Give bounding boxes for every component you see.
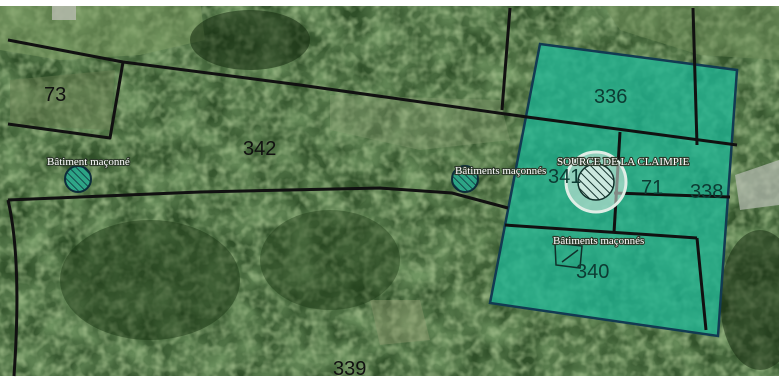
map-frame-bottom [0,376,779,381]
feature-label-source: SOURCE DE LA CLAIMPIE [557,156,690,168]
parcel-number-342: 342 [243,138,276,160]
parcel-number-339: 339 [333,358,366,380]
feature-label-batiments-3: Bâtiments maçonnés [553,235,644,247]
building-symbol-1[interactable] [64,165,92,193]
map-frame-top [0,0,779,6]
parcel-number-340: 340 [576,261,609,283]
parcel-number-73: 73 [44,84,66,106]
building-symbol-2[interactable] [451,165,479,193]
building-symbol-3-hatch [561,249,579,263]
parcel-number-71: 71 [641,177,663,199]
parcel-number-341: 341 [548,166,581,188]
feature-label-batiments-2: Bâtiments maçonnés [455,165,546,177]
building-symbol-3[interactable] [554,242,583,269]
feature-label-batiment-1: Bâtiment maçonné [47,156,130,168]
parcel-number-336: 336 [594,86,627,108]
parcel-boundaries [6,7,738,377]
source-symbol[interactable] [577,163,615,201]
parcel-number-338: 338 [690,181,723,203]
